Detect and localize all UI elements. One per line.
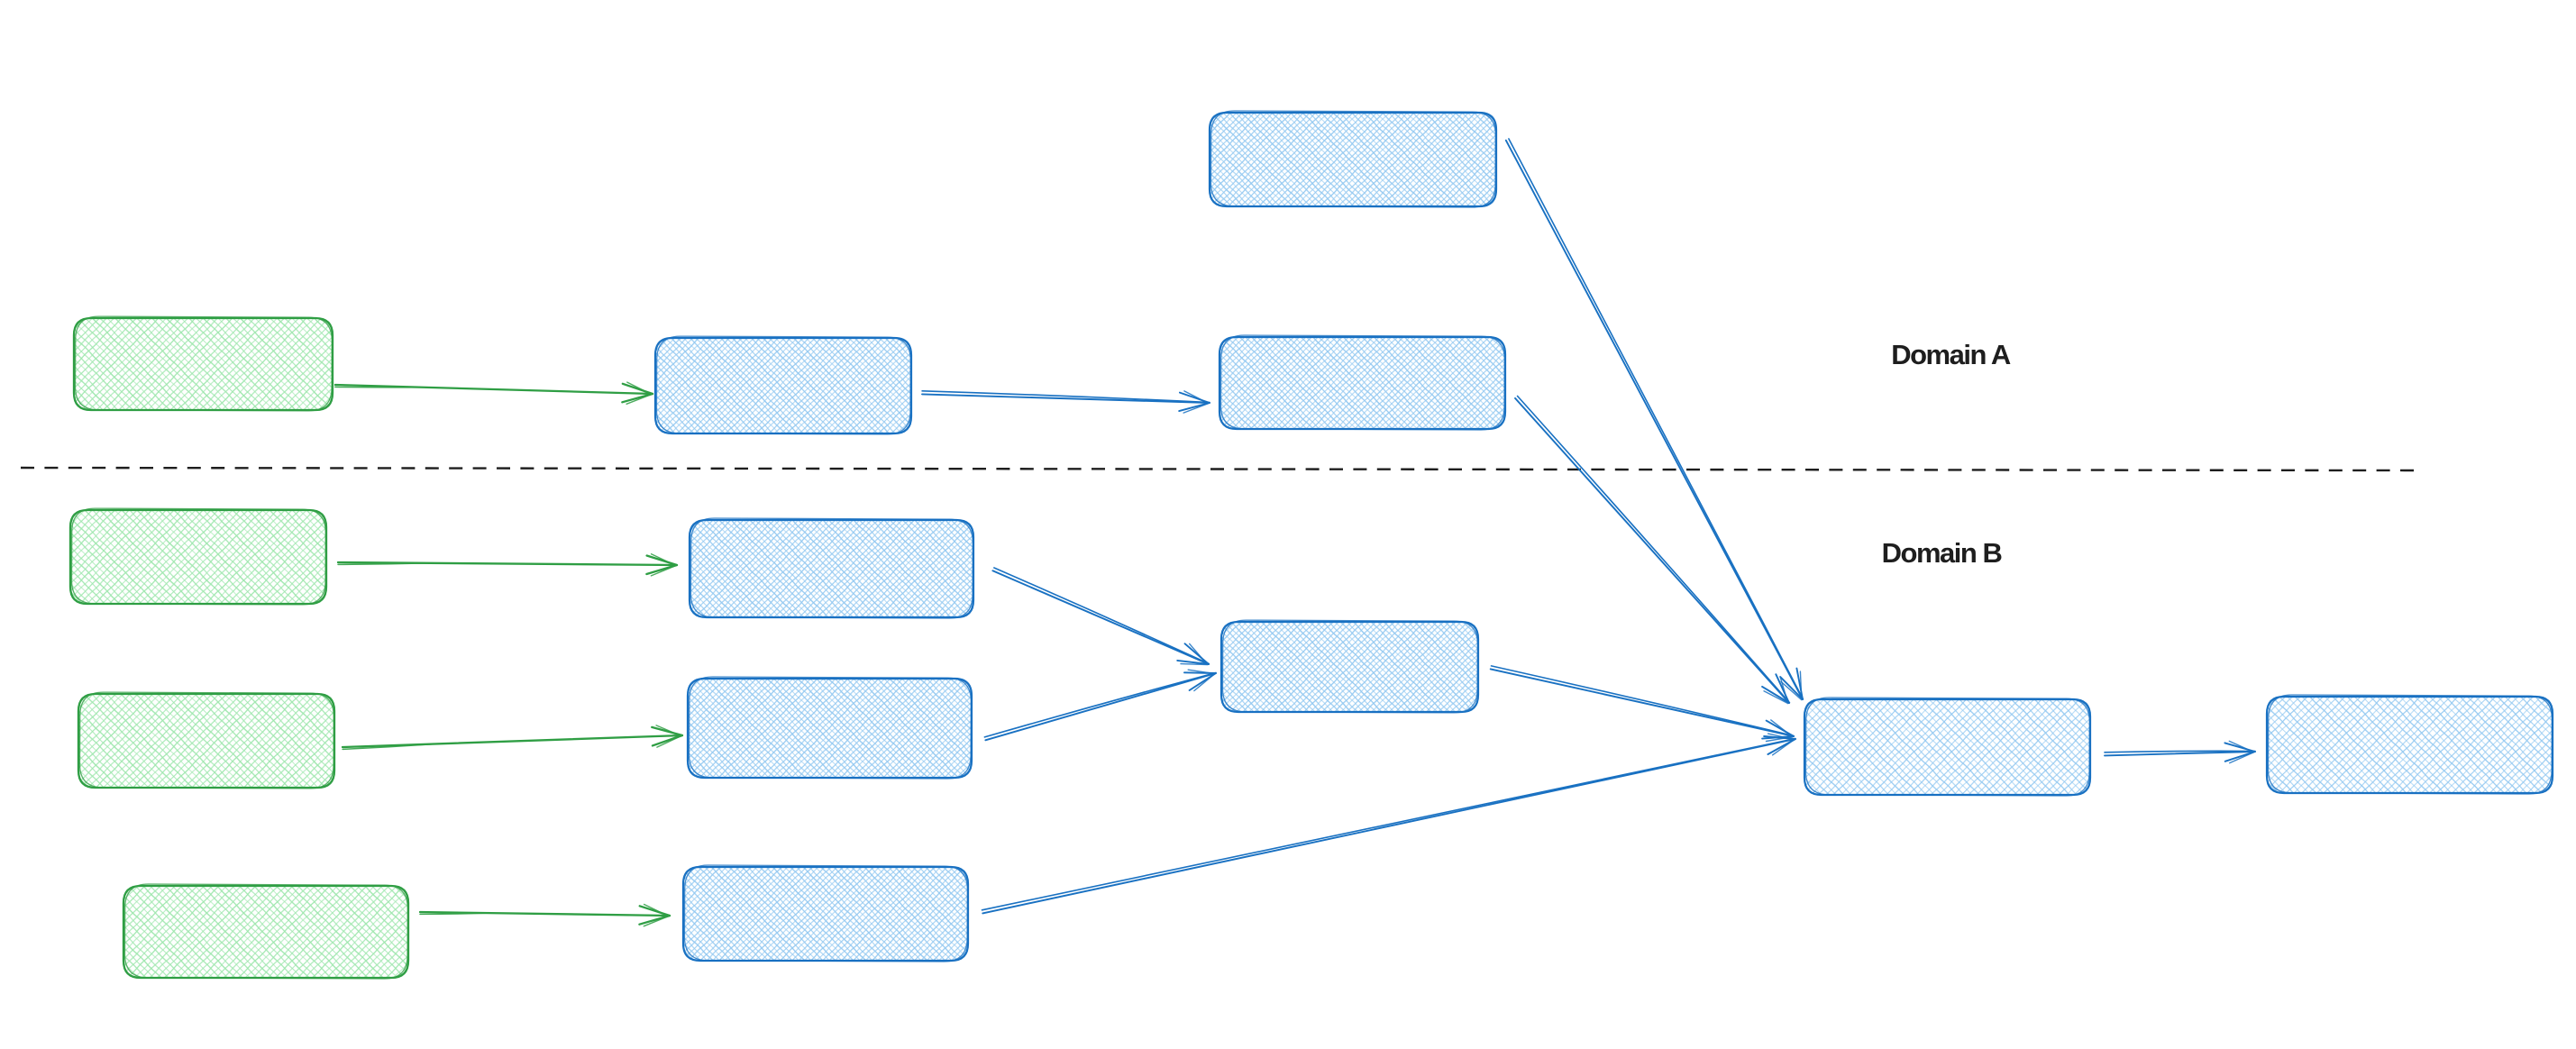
svg-text:Domain B: Domain B [1882, 537, 2002, 569]
svg-text:Domain A: Domain A [1891, 339, 2011, 370]
